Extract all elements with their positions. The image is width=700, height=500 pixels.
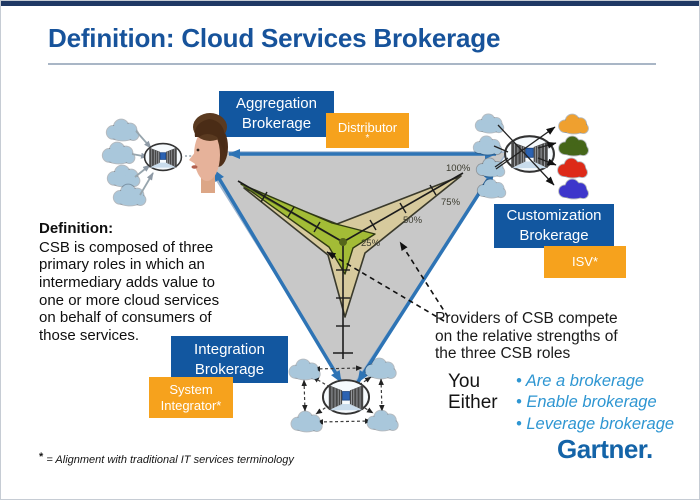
- pointer-to-green-star: [326, 251, 445, 322]
- definition-line: CSB is composed of three: [39, 238, 214, 256]
- distributor-footnote-mark: *: [365, 132, 370, 144]
- option-are-a-brokerage: Are a brokerage: [516, 371, 674, 392]
- node-output-arrows: [493, 124, 557, 186]
- definition-block: Definition: CSB is composed of three pri…: [39, 220, 235, 345]
- radar-center-dot: [339, 238, 347, 246]
- dashed-pointer-arrows: [326, 241, 449, 322]
- you-either-section: You Either Are a brokerage Enable broker…: [448, 371, 674, 435]
- cloud-icon: [105, 118, 140, 142]
- you-either-options: Are a brokerage Enable brokerage Leverag…: [516, 371, 674, 435]
- server-node-icon: [503, 135, 556, 173]
- distributor-label: Distributor: [337, 120, 398, 136]
- definition-line: primary roles in which an: [39, 256, 205, 274]
- provider-strength-overlays: [240, 175, 462, 318]
- presenter-face: [189, 113, 228, 193]
- customization-brokerage-box: Customization Brokerage: [494, 204, 614, 248]
- system-integrator-tag-box: System Integrator*: [149, 377, 233, 418]
- scale-labels: 25% 50% 75% 100%: [361, 163, 471, 249]
- cloud-icon: [101, 141, 136, 165]
- server-node-icon: [321, 379, 371, 415]
- gartner-logo: Gartner.: [557, 434, 653, 464]
- isv-label: ISV*: [571, 254, 598, 270]
- option-leverage-brokerage: Leverage brokerage: [516, 414, 674, 435]
- tick-label-50: 50%: [403, 215, 423, 226]
- customization-brokerage-label: Customization Brokerage: [506, 207, 602, 244]
- distributor-tag-box: Distributor *: [326, 113, 409, 148]
- definition-line: intermediary adds value to: [39, 274, 215, 292]
- cloud-icon: [558, 178, 589, 200]
- aggregation-brokerage-box: Aggregation Brokerage: [219, 91, 334, 137]
- providers-note-line: on the relative strengths of: [435, 327, 618, 345]
- footnote: * = Alignment with traditional IT servic…: [39, 451, 294, 466]
- tick-label-75: 75%: [441, 197, 461, 208]
- cloud-icon: [557, 157, 588, 179]
- cloud-icon: [472, 135, 503, 156]
- cloud-icon: [366, 409, 399, 432]
- option-enable-brokerage: Enable brokerage: [516, 392, 674, 413]
- definition-heading: Definition:: [39, 220, 114, 237]
- definition-line: on behalf of consumers of: [39, 309, 212, 327]
- integration-brokerage-label: Integration Brokerage: [194, 340, 265, 378]
- providers-note-line: the three CSB roles: [435, 345, 571, 363]
- pointer-to-tan-star: [399, 241, 449, 318]
- tick-label-100: 100%: [446, 163, 471, 174]
- left-edge-double-arrow: [212, 169, 343, 383]
- tick-label-25: 25%: [361, 238, 381, 249]
- you-either-label: You Either: [448, 371, 498, 414]
- server-node-icon: [143, 142, 183, 172]
- cloud-icon: [558, 113, 589, 135]
- footnote-text: = Alignment with traditional IT services…: [46, 454, 294, 466]
- footnote-asterisk: *: [39, 451, 44, 463]
- integration-brokerage-box: Integration Brokerage: [171, 336, 288, 383]
- cloud-icon: [290, 410, 323, 433]
- isv-tag-box: ISV*: [544, 246, 626, 278]
- integration-cluster: [288, 357, 399, 433]
- top-border: [1, 1, 699, 6]
- green-provider-star: [240, 183, 376, 275]
- definition-line: those services.: [39, 327, 140, 345]
- providers-note-line: Providers of CSB compete: [435, 310, 618, 327]
- aggregation-brokerage-label: Aggregation Brokerage: [236, 95, 317, 132]
- system-integrator-label: System Integrator*: [160, 381, 222, 413]
- cloud-icon: [288, 358, 321, 381]
- definition-line: one or more cloud services: [39, 291, 220, 309]
- page-title: Definition: Cloud Services Brokerage: [48, 23, 501, 53]
- title-underline: [48, 63, 656, 65]
- radar-axes: [237, 172, 464, 359]
- cloud-icon: [474, 113, 505, 134]
- cloud-icon: [558, 135, 589, 157]
- axis-ticks: [260, 184, 437, 354]
- providers-note: Providers of CSB compete on the relative…: [435, 310, 618, 363]
- cloud-icon: [112, 183, 147, 207]
- customization-cluster: [472, 113, 589, 200]
- right-edge-double-arrow: [356, 169, 496, 383]
- edge-double-arrows: [212, 149, 497, 383]
